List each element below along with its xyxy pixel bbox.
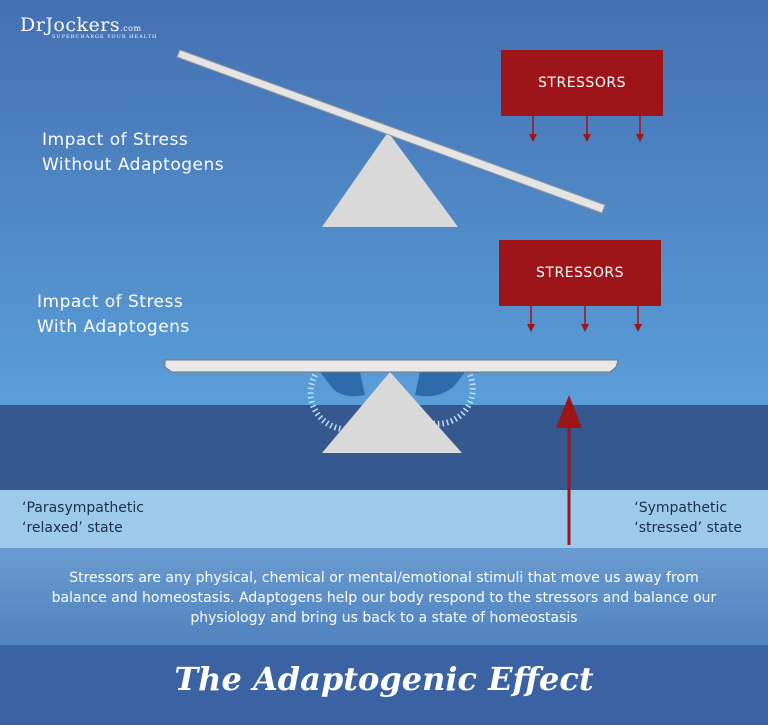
up-arrow: [556, 395, 582, 545]
title-band: [0, 645, 768, 725]
tilted-plank: [176, 49, 606, 214]
logo: DrJockers.com: [20, 14, 142, 36]
top-label-line1: Impact of Stress: [42, 130, 189, 150]
left-state-line1: ‘Parasympathetic: [22, 500, 144, 516]
seesaw-illustration: [164, 49, 644, 545]
fulcrum-bottom: [322, 372, 462, 453]
page-title: The Adaptogenic Effect: [174, 660, 594, 698]
level-plank: [164, 359, 619, 373]
parasympathetic-state: ‘Parasympathetic ‘relaxed’ state: [22, 498, 144, 538]
bottom-label-line2: With Adaptogens: [37, 317, 190, 337]
top-label: Impact of Stress Without Adaptogens: [42, 128, 224, 178]
top-label-line2: Without Adaptogens: [42, 155, 225, 175]
left-state-line2: ‘relaxed’ state: [22, 520, 123, 536]
description-text: Stressors are any physical, chemical or …: [51, 570, 717, 626]
down-arrows-bottom: [527, 306, 642, 332]
state-band: [0, 490, 768, 548]
bottom-label-line1: Impact of Stress: [37, 292, 184, 312]
stressors-box-bottom: STRESSORS: [499, 240, 661, 306]
fulcrum-top: [322, 132, 458, 227]
logo-tagline: SUPERCHARGE YOUR HEALTH: [52, 34, 158, 40]
down-arrows-top: [529, 116, 644, 142]
description-band: [0, 548, 768, 645]
stressors-box-top: STRESSORS: [501, 50, 663, 116]
right-state-line2: ‘stressed’ state: [634, 520, 742, 536]
sympathetic-state: ‘Sympathetic ‘stressed’ state: [634, 498, 742, 538]
bottom-label: Impact of Stress With Adaptogens: [37, 290, 190, 340]
right-state-line1: ‘Sympathetic: [634, 500, 728, 516]
